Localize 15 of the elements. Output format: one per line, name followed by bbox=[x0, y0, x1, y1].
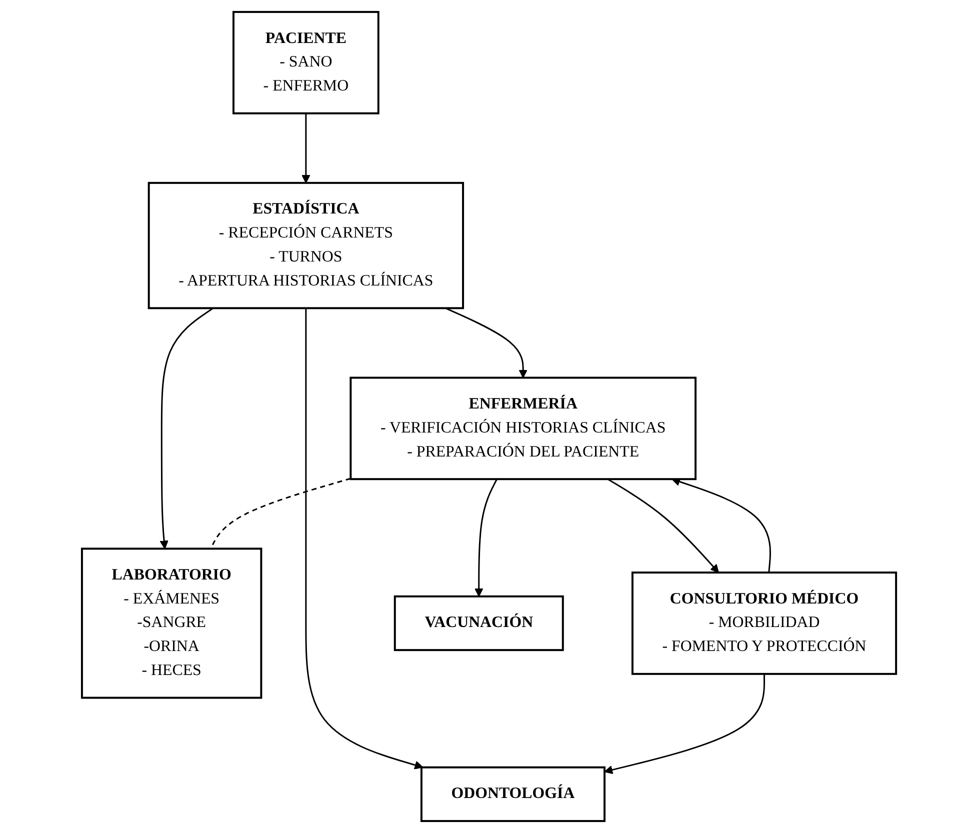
arrow bbox=[160, 307, 214, 549]
arrow bbox=[445, 306, 528, 378]
arrow bbox=[672, 477, 772, 572]
arrow bbox=[302, 112, 310, 183]
node-box: ENFERMERÍA - VERIFICACIÓN HISTORIAS CLÍNICAS - PREPARACIÓN DEL PACIENTE bbox=[350, 376, 697, 480]
arrow bbox=[474, 478, 498, 596]
node-box: LABORATORIO - EXÁMENES -SANGRE -ORINA - HECES bbox=[80, 547, 262, 698]
arrow bbox=[604, 673, 765, 774]
node-box: ODONTOLOGÍA bbox=[420, 766, 606, 822]
node-box: CONSULTORIO MÉDICO - MORBILIDAD - FOMENTO Y PROTECCIÓN bbox=[631, 571, 898, 674]
node-box: VACUNACIÓN bbox=[394, 594, 564, 651]
arrow bbox=[305, 308, 424, 769]
node-box: ESTADÍSTICA - RECEPCIÓN CARNETS - TURNOS - APERTURA HISTORIAS CLÍNICAS bbox=[148, 181, 464, 309]
arrow bbox=[607, 478, 719, 572]
node-box: PACIENTE - SANO - ENFERMO bbox=[232, 10, 380, 114]
